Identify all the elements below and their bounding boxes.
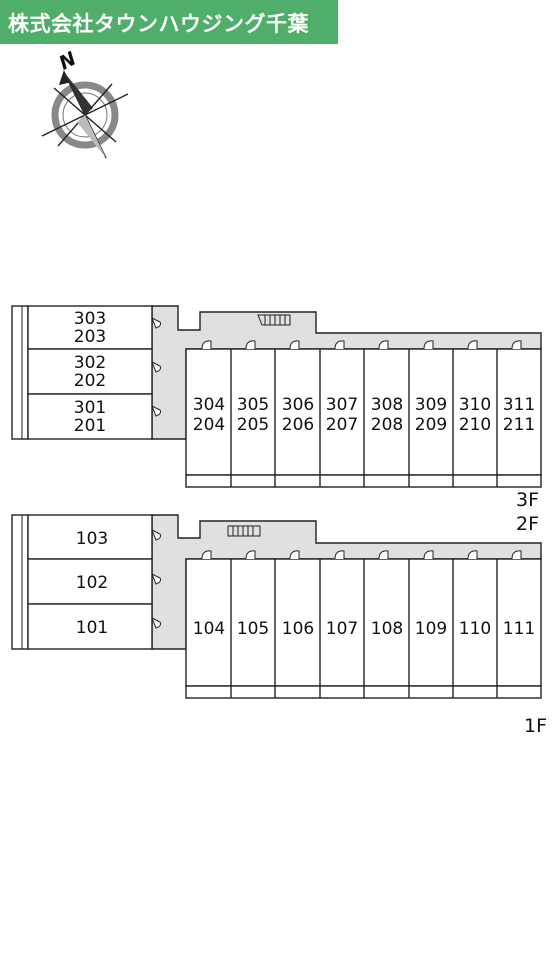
unit-label: 103	[76, 529, 108, 549]
floor-label-1f: 1F	[524, 715, 547, 737]
unit-label: 302	[74, 353, 106, 373]
unit-label: 304	[193, 395, 225, 415]
north-label: N	[56, 48, 80, 75]
unit-label: 311	[503, 395, 535, 415]
compass-icon	[41, 70, 129, 159]
upper-floor-plan: 303 203 302 202 301 201 304 204	[11, 305, 542, 535]
floor-label-2f: 2F	[516, 513, 539, 535]
unit-label: 105	[237, 619, 269, 639]
unit-label: 210	[459, 415, 491, 435]
unit-label: 106	[282, 619, 314, 639]
unit-label: 208	[371, 415, 403, 435]
door-icon	[201, 550, 522, 560]
header-banner: 株式会社タウンハウジング千葉	[0, 0, 338, 44]
unit-label: 205	[237, 415, 269, 435]
unit-upper-west-1	[27, 348, 153, 395]
unit-label: 203	[74, 327, 106, 347]
unit-label: 108	[371, 619, 403, 639]
unit-label: 306	[282, 395, 314, 415]
unit-label: 206	[282, 415, 314, 435]
upper-stairs-icon	[257, 314, 291, 326]
unit-label: 310	[459, 395, 491, 415]
unit-label: 202	[74, 371, 106, 391]
unit-label: 107	[326, 619, 358, 639]
door-icon	[151, 316, 161, 417]
unit-label: 305	[237, 395, 269, 415]
unit-label: 109	[415, 619, 447, 639]
door-icon	[201, 340, 522, 350]
unit-label: 303	[74, 309, 106, 329]
unit-label: 308	[371, 395, 403, 415]
unit-label: 101	[76, 618, 108, 638]
unit-label: 307	[326, 395, 358, 415]
ground-stairs-icon	[227, 525, 261, 537]
unit-label: 207	[326, 415, 358, 435]
unit-label: 211	[503, 415, 535, 435]
unit-upper-west-0	[27, 305, 153, 350]
company-name: 株式会社タウンハウジング千葉	[8, 12, 309, 36]
door-icon	[151, 528, 161, 629]
unit-label: 201	[74, 416, 106, 436]
unit-ground-west-1	[27, 558, 153, 605]
unit-ground-west-2	[27, 603, 153, 650]
unit-upper-west-2	[27, 393, 153, 440]
unit-label: 110	[459, 619, 491, 639]
unit-label: 309	[415, 395, 447, 415]
unit-label: 104	[193, 619, 225, 639]
unit-label: 204	[193, 415, 225, 435]
floor-label-3f: 3F	[516, 489, 539, 511]
unit-label: 209	[415, 415, 447, 435]
unit-label: 111	[503, 619, 535, 639]
unit-label: 102	[76, 573, 108, 593]
unit-label: 301	[74, 398, 106, 418]
ground-floor-plan: 103 102 101 104 105 106 107 108 10	[11, 514, 547, 737]
